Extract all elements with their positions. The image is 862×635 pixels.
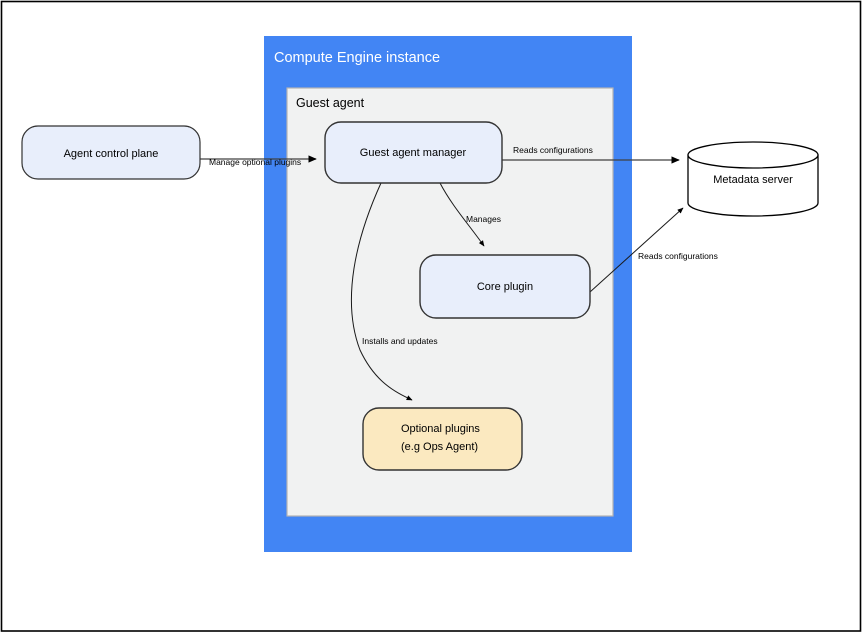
edge-manage-optional-plugins-label: Manage optional plugins [209, 157, 301, 167]
node-optional-plugins-label-line1: Optional plugins [401, 423, 480, 435]
edge-manages-label: Manages [466, 214, 501, 224]
edge-reads-configurations-core: Reads configurations [589, 207, 718, 293]
edge-installs-and-updates: Installs and updates [350, 182, 438, 401]
edge-manage-optional-plugins: Manage optional plugins [200, 155, 317, 167]
node-core-plugin-shape[interactable] [419, 254, 591, 319]
node-core-plugin-label: Core plugin [477, 281, 533, 293]
edge-reads-configurations-core-label: Reads configurations [638, 251, 718, 261]
node-guest-agent-manager[interactable]: Guest agent manager [324, 121, 503, 184]
node-agent-control-plane-label: Agent control plane [64, 148, 159, 160]
container-guest-agent-title: Guest agent [296, 96, 365, 110]
node-agent-control-plane-shape[interactable] [21, 125, 201, 180]
edge-reads-configurations-manager-label: Reads configurations [513, 145, 593, 155]
node-optional-plugins-shape[interactable] [362, 407, 523, 471]
edge-installs-and-updates-line [350, 182, 413, 401]
node-core-plugin[interactable]: Core plugin [419, 254, 591, 319]
node-optional-plugins-label-line2: (e.g Ops Agent) [401, 441, 478, 453]
node-metadata-server-label: Metadata server [713, 174, 793, 186]
node-agent-control-plane[interactable]: Agent control plane [21, 125, 201, 180]
edge-reads-configurations-manager: Reads configurations [502, 145, 680, 164]
container-compute-engine-title: Compute Engine instance [274, 50, 440, 66]
edge-manages: Manages [439, 182, 501, 247]
node-guest-agent-manager-label: Guest agent manager [360, 147, 467, 159]
node-guest-agent-manager-shape[interactable] [324, 121, 503, 184]
node-metadata-server-body[interactable] [687, 154, 819, 217]
node-metadata-server[interactable]: Metadata server [687, 141, 819, 217]
edge-installs-and-updates-label: Installs and updates [362, 336, 438, 346]
node-metadata-server-top [687, 141, 819, 169]
node-optional-plugins[interactable]: Optional plugins (e.g Ops Agent) [362, 407, 523, 471]
edge-manages-line [439, 182, 485, 247]
edge-reads-configurations-core-line [589, 207, 684, 293]
